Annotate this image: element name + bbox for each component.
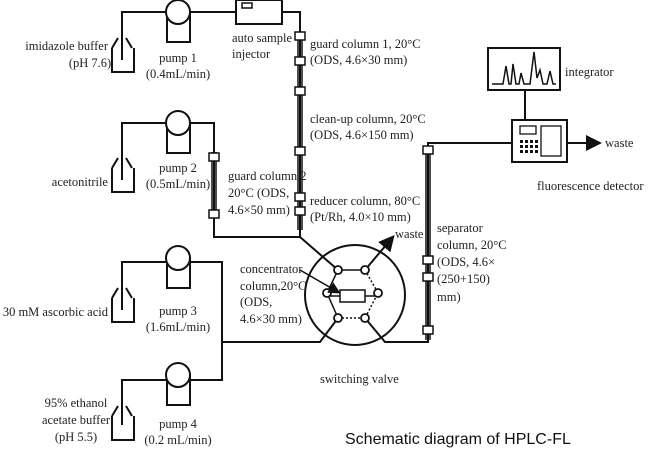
switching-valve-icon — [299, 244, 406, 346]
waste-label-valve: waste — [395, 227, 424, 241]
pump-2-label: pump 2 — [159, 161, 197, 175]
separator-line3: (ODS, 4.6× — [437, 255, 495, 269]
switching-valve-label: switching valve — [320, 372, 399, 386]
injector-line2: injector — [232, 47, 271, 61]
separator-line5: mm) — [437, 290, 461, 304]
auto-sampler-icon — [235, 0, 283, 25]
reservoir-4-line1: 95% ethanol — [45, 396, 108, 410]
separator-line2: column, 20°C — [437, 238, 507, 252]
reservoir-4-line2: acetate buffer — [42, 413, 111, 427]
pump-3-label: pump 3 — [159, 304, 197, 318]
reducer-column-label: reducer column, 80°C — [310, 194, 420, 208]
pump-4-flow: (0.2 mL/min) — [144, 433, 211, 447]
concentrator-column-icon — [339, 289, 366, 303]
pump-icon — [165, 0, 191, 43]
fitting-icons — [208, 31, 434, 335]
detector-label: fluorescence detector — [537, 179, 644, 193]
concentrator-line1: concentrator — [240, 262, 303, 276]
diagram-title: Schematic diagram of HPLC-FL — [345, 431, 571, 448]
columns — [208, 31, 434, 340]
separator-line4: (250+150) — [437, 272, 490, 286]
integrator-label: integrator — [565, 65, 614, 79]
reservoir-1-label: imidazole buffer — [25, 39, 109, 53]
reservoir-1-ph: (pH 7.6) — [69, 56, 111, 70]
concentrator-line2: column,20°C — [240, 279, 306, 293]
cleanup-column-label: clean-up column, 20°C — [310, 112, 426, 126]
pump-1-flow: (0.4mL/min) — [146, 67, 210, 81]
pump-2-flow: (0.5mL/min) — [146, 177, 210, 191]
concentrator-line3: (ODS, — [240, 295, 272, 309]
pump-4-label: pump 4 — [159, 417, 198, 431]
pump-icon — [165, 245, 191, 289]
injector-line1: auto sample — [232, 31, 293, 45]
waste-arrow-valve — [364, 234, 395, 271]
guard-column-2-line2: 20°C (ODS, — [228, 186, 289, 200]
guard-column-2-line1: guard column 2 — [228, 169, 306, 183]
reservoir-4-line3: (pH 5.5) — [55, 430, 97, 444]
tubing — [121, 11, 602, 425]
guard-column-1-spec: (ODS, 4.6×30 mm) — [310, 53, 407, 67]
guard-column-2-line3: 4.6×50 mm) — [228, 203, 290, 217]
guard-column-1-label: guard column 1, 20°C — [310, 37, 421, 51]
pump-icon — [165, 362, 191, 406]
reservoir-3-label: 30 mM ascorbic acid — [3, 305, 109, 319]
bottle-icon — [111, 37, 135, 73]
reservoir-2-label: acetonitrile — [52, 175, 109, 189]
integrator-icon — [487, 47, 561, 91]
pumps — [165, 0, 191, 406]
fluorescence-detector-icon — [511, 119, 568, 163]
reservoir-bottles — [111, 37, 135, 441]
separator-line1: separator — [437, 221, 484, 235]
reducer-column-spec: (Pt/Rh, 4.0×10 mm) — [310, 210, 411, 224]
pump-icon — [165, 110, 191, 154]
waste-label-detector: waste — [605, 136, 634, 150]
pump-1-label: pump 1 — [159, 51, 197, 65]
pump-3-flow: (1.6mL/min) — [146, 320, 210, 334]
cleanup-column-spec: (ODS, 4.6×150 mm) — [310, 128, 414, 142]
labels: imidazole buffer (pH 7.6) acetonitrile 3… — [3, 31, 645, 448]
concentrator-line4: 4.6×30 mm) — [240, 312, 302, 326]
